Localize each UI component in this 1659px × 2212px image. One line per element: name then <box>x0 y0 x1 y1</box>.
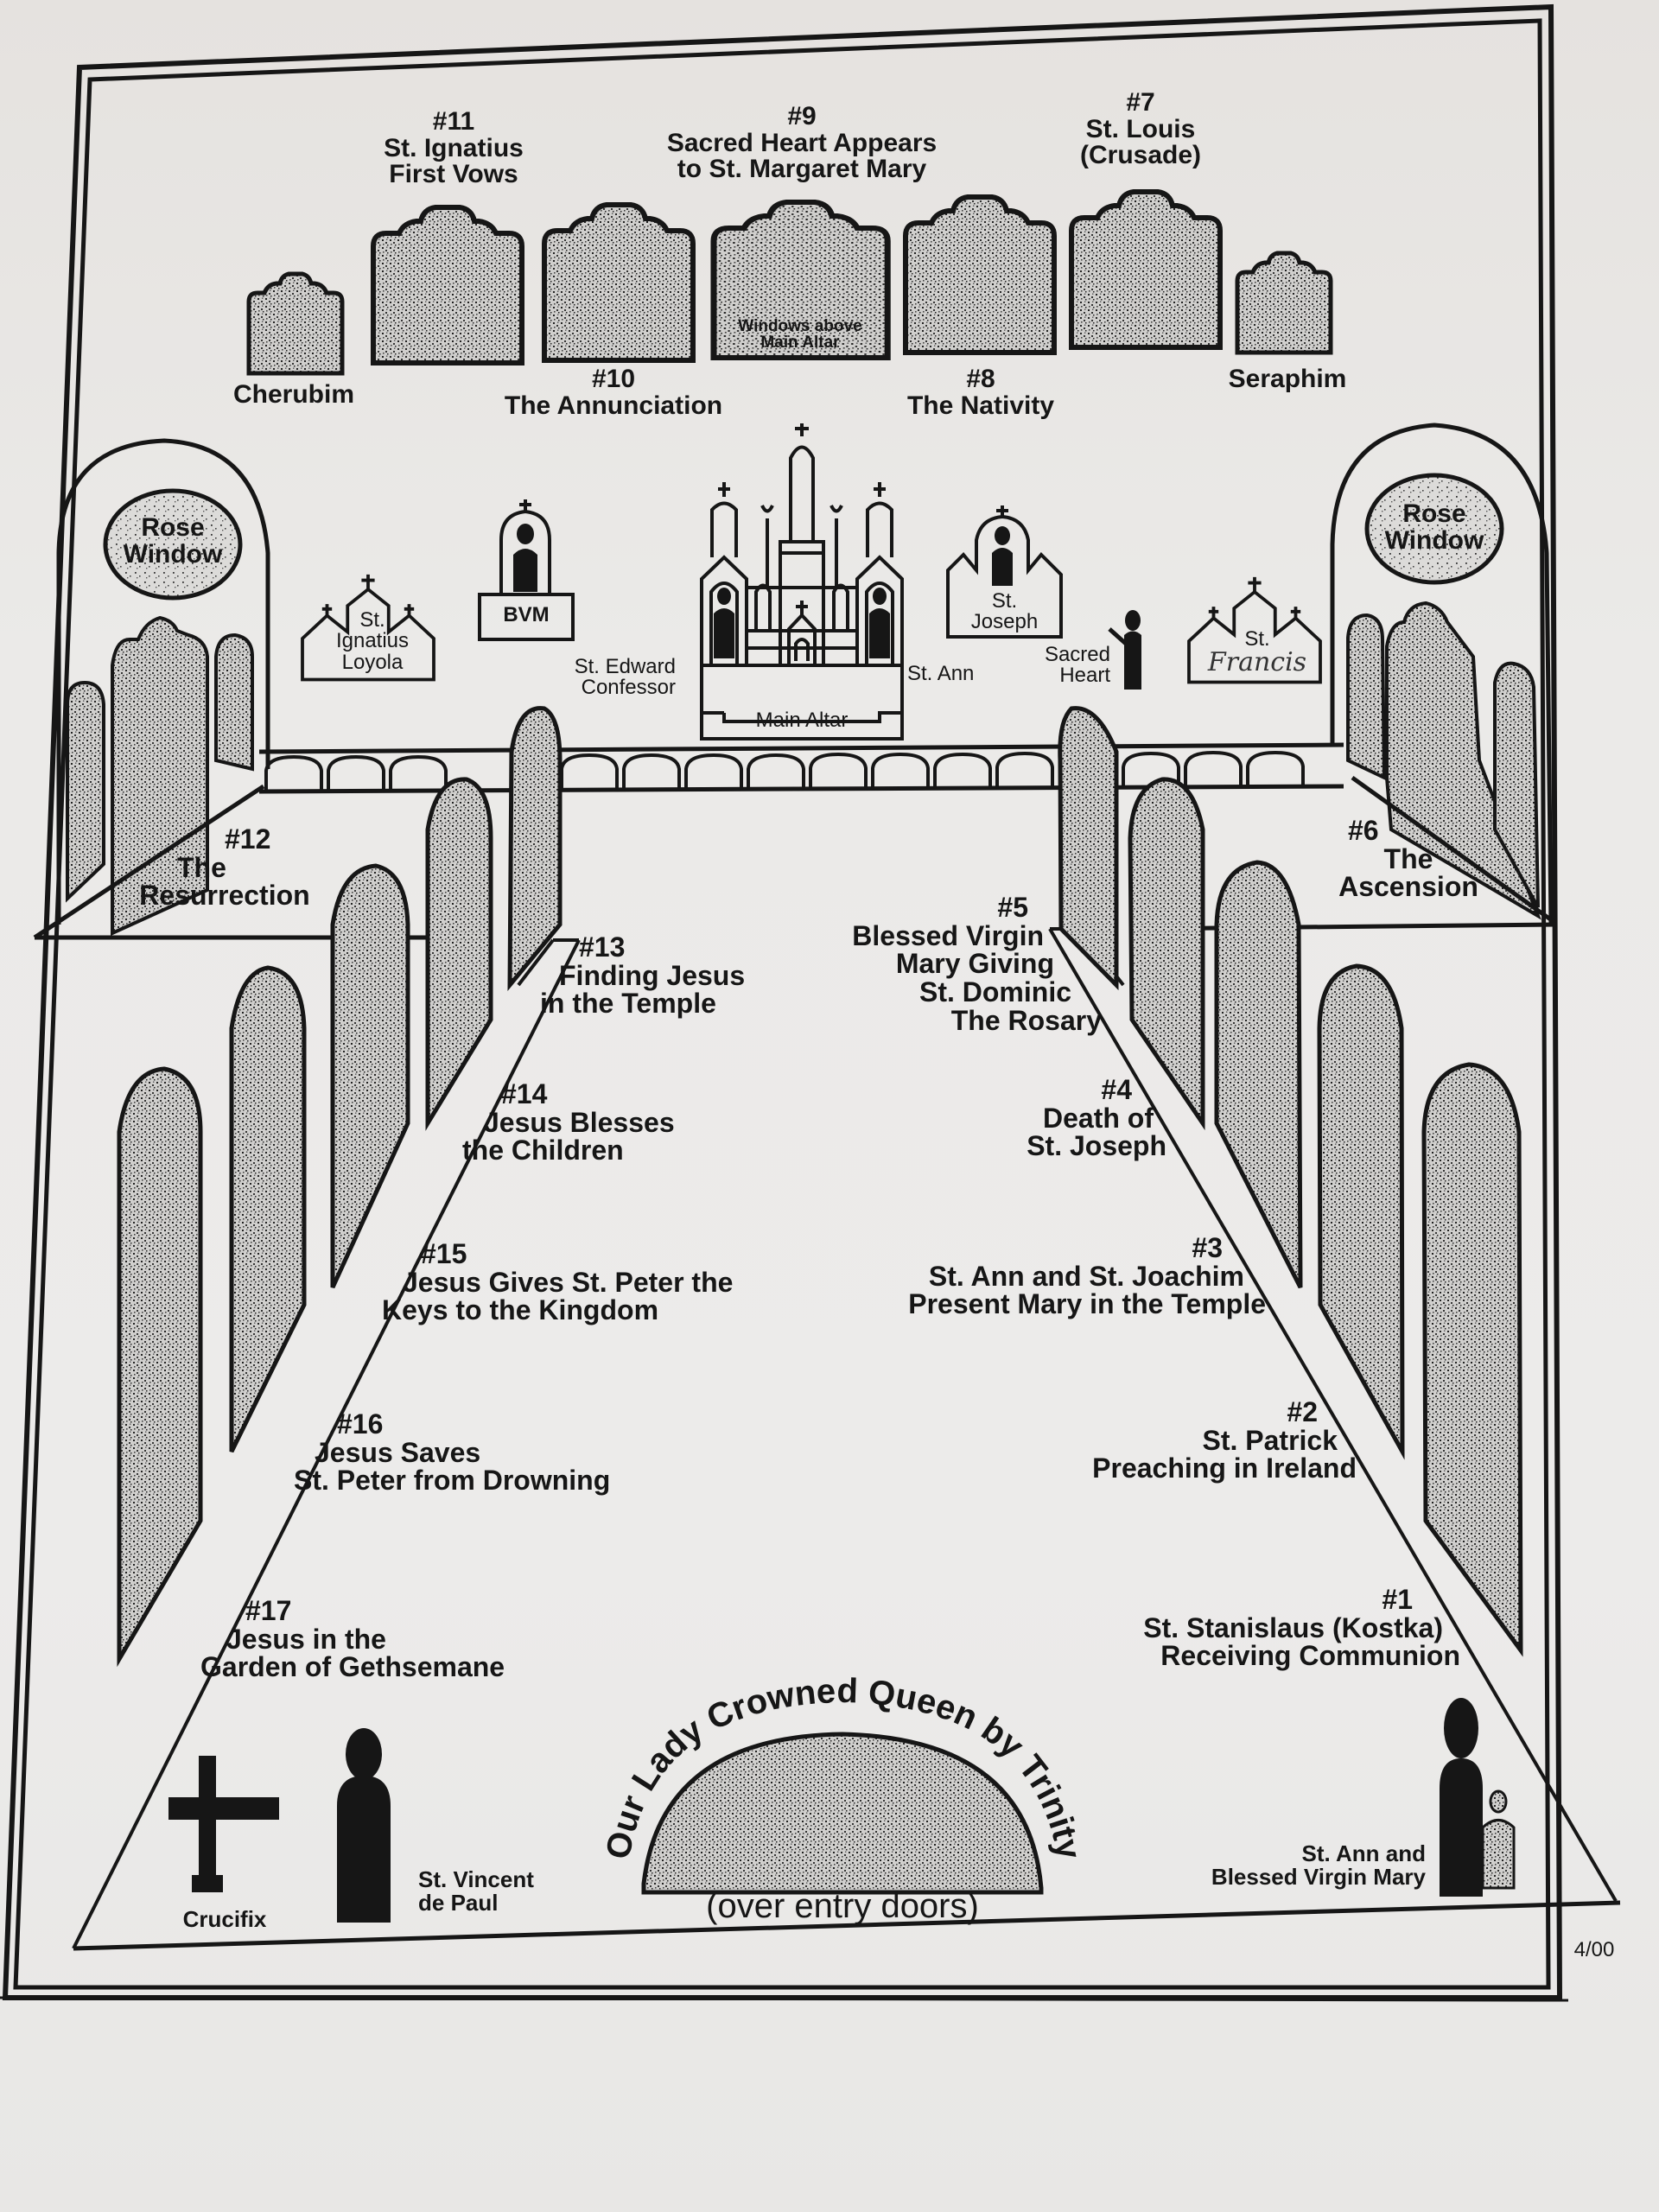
st-joseph-shrine <box>946 505 1063 639</box>
upper-window-11 <box>373 207 522 363</box>
st-ann-label: St. Ann <box>907 662 975 685</box>
main-altar-label: Main Altar <box>755 709 849 732</box>
window-15-label: #15 Jesus Gives St. Peter the Keys to th… <box>382 1238 734 1326</box>
window-7-label: #7 St. Louis (Crusade) <box>1050 88 1231 169</box>
window-13-number: #13 <box>579 931 626 963</box>
cherubim-label: Cherubim <box>232 380 354 409</box>
st-edward-confessor-label: St. Edward Confessor <box>574 655 676 700</box>
left-nave-windows <box>117 706 563 1668</box>
upper-window-seraphim <box>1237 253 1331 353</box>
upper-window-7 <box>1071 192 1220 347</box>
window-16-number: #16 <box>337 1408 384 1440</box>
rose-window-right-label: Rose Window <box>1384 499 1484 555</box>
bvm-shrine <box>478 499 575 641</box>
nave-floor <box>35 922 1621 1951</box>
st-ann-bvm-statue-icon <box>1440 1698 1516 1897</box>
left-transept <box>33 438 270 940</box>
upper-window-cherubim <box>249 274 342 373</box>
window-14-number: #14 <box>501 1078 548 1109</box>
window-11-label: #11 St. Ignatius First Vows <box>354 107 553 188</box>
window-6-label: #6 The Ascension <box>1318 817 1499 901</box>
main-altar-structure <box>700 423 904 741</box>
window-4-number: #4 <box>1101 1074 1132 1105</box>
window-3-number: #3 <box>1192 1232 1223 1263</box>
st-ignatius-loyola-label: St. Ignatius Loyola <box>335 608 410 674</box>
window-10-number: #10 <box>591 365 636 393</box>
rear-window-note: (over entry doors) <box>706 1887 979 1925</box>
bvm-label: BVM <box>503 603 550 626</box>
window-17-number: #17 <box>245 1595 292 1626</box>
window-6-number: #6 <box>1348 815 1379 846</box>
crucifix-icon <box>168 1756 279 1892</box>
window-8-number: #8 <box>966 365 995 393</box>
sacred-heart-label: Sacred Heart <box>1044 643 1110 688</box>
window-5-number: #5 <box>997 892 1028 923</box>
sacred-heart-statue <box>1108 610 1141 690</box>
window-2-label: #2 St. Patrick Preaching in Ireland <box>994 1398 1357 1483</box>
upper-window-10 <box>544 205 693 360</box>
window-10-label: #10 The Annunciation <box>467 365 760 419</box>
window-17-label: #17 Jesus in the Garden of Gethsemane <box>200 1595 505 1683</box>
window-16-label: #16 Jesus Saves St. Peter from Drowning <box>294 1408 611 1497</box>
window-13-label: #13 Finding Jesus in the Temple <box>540 931 746 1020</box>
rear-window-our-lady <box>641 1732 1044 1895</box>
rose-window-left-label: Rose Window <box>123 513 223 569</box>
window-11-number: #11 <box>432 107 475 136</box>
window-3-label: #3 St. Ann and St. Joachim Present Mary … <box>778 1234 1266 1319</box>
st-francis-handwritten: Francis <box>1207 647 1307 678</box>
st-joseph-label: St. Joseph <box>970 589 1039 634</box>
seraphim-label: Seraphim <box>1228 365 1347 393</box>
window-14-label: #14 Jesus Blesses the Children <box>462 1078 675 1166</box>
right-nave-windows <box>1058 706 1523 1657</box>
window-12-number: #12 <box>225 823 271 855</box>
window-9-number: #9 <box>787 102 817 130</box>
date-code: 4/00 <box>1573 1938 1615 1961</box>
st-francis-label: St. Francis <box>1192 628 1322 678</box>
window-8-label: #8 The Nativity <box>873 365 1089 419</box>
window-9-label: #9 Sacred Heart Appears to St. Margaret … <box>629 102 975 183</box>
window-9-inner-note: Windows above Main Altar <box>738 317 862 353</box>
window-15-number: #15 <box>421 1238 467 1269</box>
window-7-number: #7 <box>1126 88 1155 117</box>
crucifix-label: Crucifix <box>182 1906 267 1932</box>
window-2-number: #2 <box>1287 1396 1318 1427</box>
st-ann-bvm-label: St. Ann and Blessed Virgin Mary <box>1211 1840 1426 1890</box>
st-vincent-de-paul-label: St. Vincent de Paul <box>418 1866 534 1916</box>
right-transept <box>1330 423 1557 925</box>
st-vincent-statue-icon <box>337 1728 391 1923</box>
upper-window-8 <box>906 197 1054 353</box>
window-12-label: #12 The Resurrection <box>112 825 337 910</box>
window-5-label: #5 Blessed Virgin Mary Giving St. Domini… <box>778 893 1102 1034</box>
window-1-number: #1 <box>1382 1584 1413 1615</box>
page-frame <box>0 3 1569 2002</box>
window-1-label: #1 St. Stanislaus (Kostka) Receiving Com… <box>1037 1586 1460 1670</box>
window-4-label: #4 Death of St. Joseph <box>950 1076 1166 1160</box>
